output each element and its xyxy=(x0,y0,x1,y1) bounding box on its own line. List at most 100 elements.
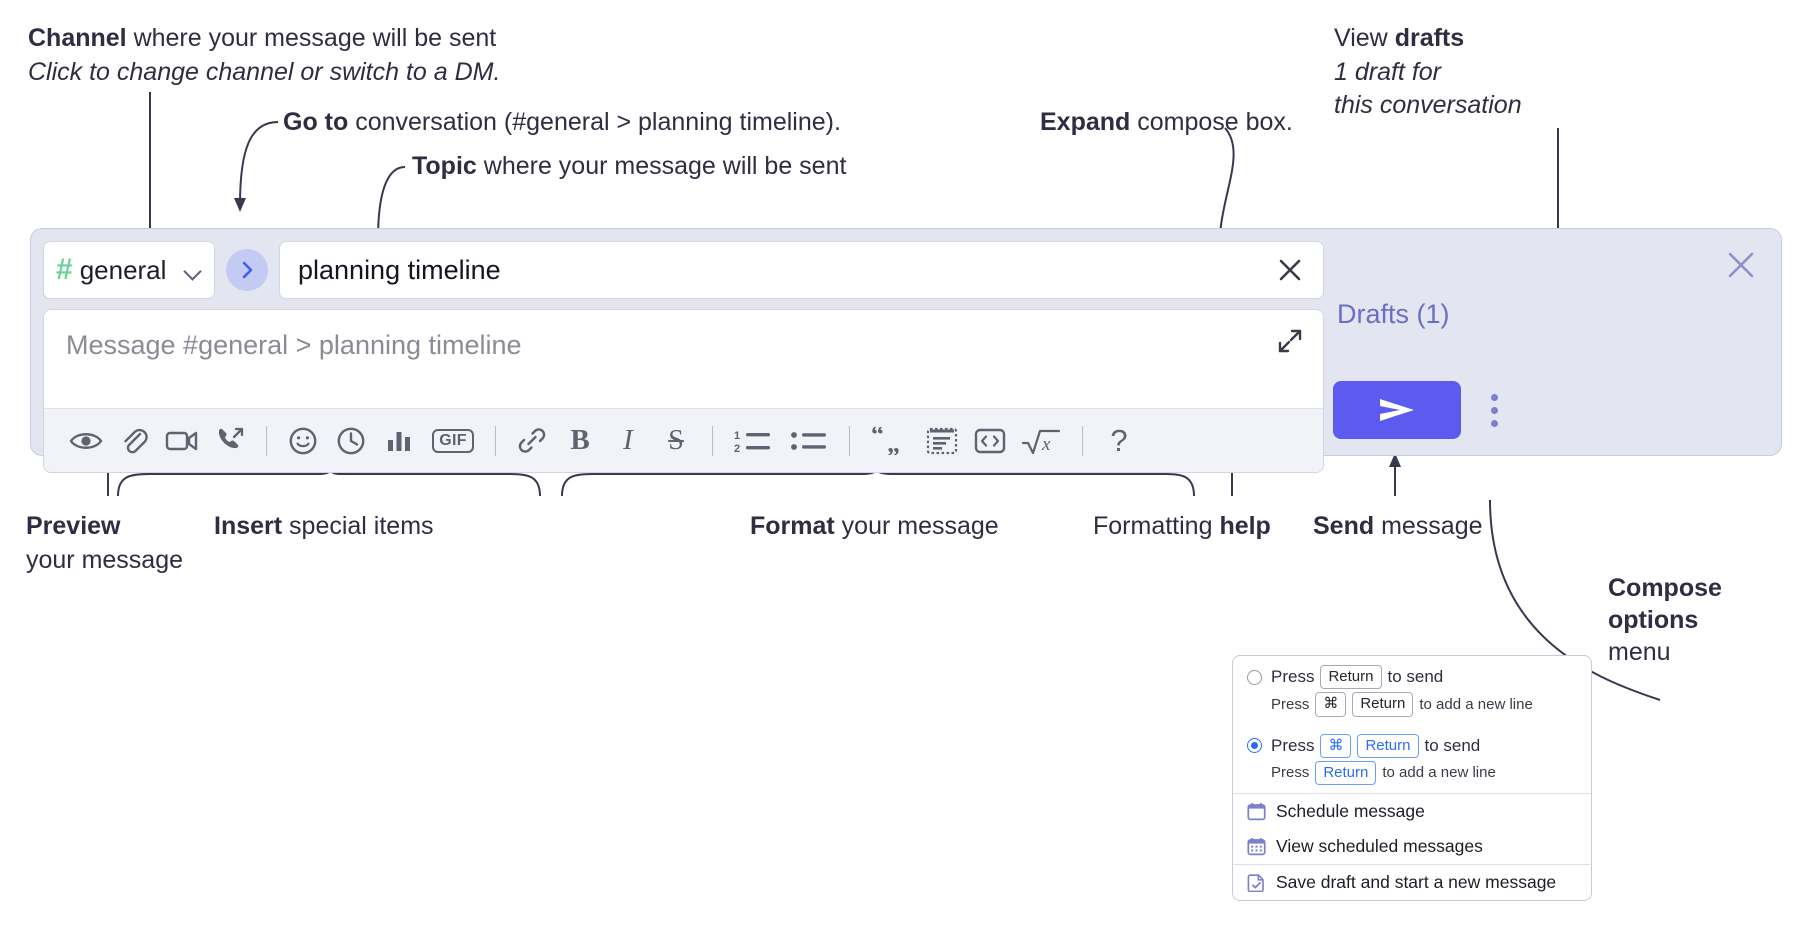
annotation-drafts-bold: drafts xyxy=(1394,24,1465,52)
option2-pre: Press xyxy=(1271,735,1315,755)
bold-label: B xyxy=(570,424,590,456)
ordered-list-icon[interactable]: 1 2 xyxy=(725,418,781,464)
annotation-drafts-line2: 1 draft for xyxy=(1334,57,1441,86)
annotation-insert: Insert special items xyxy=(214,510,434,544)
menu-divider xyxy=(1233,864,1591,865)
option2-post: to send xyxy=(1424,735,1481,755)
annotation-goto-rest: conversation (#general > planning timeli… xyxy=(348,108,841,136)
annotation-send-bold: Send xyxy=(1313,512,1375,540)
preview-icon[interactable] xyxy=(62,418,110,464)
send-option-cmd-return[interactable]: Press ⌘ Return to send xyxy=(1233,725,1591,760)
annotation-goto-bold: Go to xyxy=(283,108,349,136)
option1-key: Return xyxy=(1320,665,1382,690)
video-icon[interactable] xyxy=(158,418,206,464)
chevron-right-icon xyxy=(242,261,253,279)
annotation-help-plain: Formatting xyxy=(1093,512,1220,540)
save-draft-icon xyxy=(1247,874,1264,892)
topic-input[interactable]: planning timeline xyxy=(279,241,1324,299)
send-option-return-sub: Press ⌘ Return to add a new line xyxy=(1233,691,1591,724)
menu-item-label: Schedule message xyxy=(1276,801,1425,821)
annotation-preview-line2: your message xyxy=(26,545,184,574)
annotation-channel-rest: where your message will be sent xyxy=(126,24,497,52)
menu-item-save-draft[interactable]: Save draft and start a new message xyxy=(1233,865,1591,900)
message-input[interactable]: Message #general > planning timeline xyxy=(44,310,1323,408)
toolbar-separator xyxy=(849,425,850,456)
close-icon[interactable] xyxy=(1725,249,1757,281)
attachment-icon[interactable] xyxy=(110,418,158,464)
channel-selector[interactable]: # general xyxy=(43,241,215,299)
annotation-compose-options: Compose options menu xyxy=(1608,572,1722,668)
option2-sub-key: Return xyxy=(1315,760,1377,785)
inline-code-icon[interactable] xyxy=(966,418,1014,464)
svg-text:x: x xyxy=(1041,434,1051,455)
close-icon[interactable] xyxy=(1273,253,1307,287)
strikethrough-icon[interactable]: S xyxy=(652,418,700,464)
annotation-drafts-plain: View xyxy=(1334,24,1395,52)
compose-options-menu: Press Return to send Press ⌘ Return to a… xyxy=(1232,655,1592,901)
calendar-grid-icon xyxy=(1247,838,1266,856)
annotation-format: Format your message xyxy=(750,510,999,544)
code-block-icon[interactable] xyxy=(918,418,966,464)
annotation-compose-plain: menu xyxy=(1608,638,1671,666)
expand-icon[interactable] xyxy=(1275,326,1305,356)
annotation-channel: Channel where your message will be sent … xyxy=(28,22,500,89)
radio-cmd-return[interactable] xyxy=(1247,738,1262,754)
menu-divider xyxy=(1233,793,1591,794)
bulleted-list-icon[interactable] xyxy=(781,418,837,464)
svg-text:2: 2 xyxy=(734,443,740,454)
annotation-goto: Go to conversation (#general > planning … xyxy=(283,106,841,140)
gif-icon[interactable]: GIF xyxy=(423,418,483,464)
option2-key2: Return xyxy=(1357,733,1419,758)
hash-icon: # xyxy=(56,253,73,286)
option1-sub-post: to add a new line xyxy=(1419,695,1533,713)
bold-icon[interactable]: B xyxy=(556,418,604,464)
drafts-link[interactable]: Drafts (1) xyxy=(1337,299,1450,329)
formatting-toolbar: GIF B I S xyxy=(44,408,1323,472)
help-icon[interactable]: ? xyxy=(1095,418,1143,464)
annotation-topic-rest: where your message will be sent xyxy=(476,152,847,180)
annotation-insert-rest: special items xyxy=(282,512,434,540)
more-options-icon[interactable] xyxy=(1481,384,1507,436)
toolbar-separator xyxy=(712,425,713,456)
annotation-preview: Preview your message xyxy=(26,510,183,577)
blockquote-icon[interactable]: “ „ xyxy=(862,418,918,464)
italic-label: I xyxy=(623,424,633,456)
annotation-compose-bold2: options xyxy=(1608,606,1699,634)
poll-icon[interactable] xyxy=(375,418,423,464)
emoji-icon[interactable] xyxy=(279,418,327,464)
send-option-return[interactable]: Press Return to send xyxy=(1233,656,1591,691)
annotation-channel-bold: Channel xyxy=(28,24,127,52)
svg-text:1: 1 xyxy=(734,430,740,442)
option1-pre: Press xyxy=(1271,667,1315,687)
annotation-topic-bold: Topic xyxy=(412,152,477,180)
gif-label: GIF xyxy=(432,428,474,453)
option1-post: to send xyxy=(1387,667,1444,687)
menu-item-schedule-message[interactable]: Schedule message xyxy=(1233,794,1591,829)
option1-sub-pre: Press xyxy=(1271,695,1310,713)
goto-conversation-button[interactable] xyxy=(226,249,268,291)
send-option-cmd-return-sub: Press Return to add a new line xyxy=(1233,760,1591,793)
clock-icon[interactable] xyxy=(327,418,375,464)
toolbar-separator xyxy=(266,425,267,456)
compose-panel: # general planning timeline Message xyxy=(30,228,1782,473)
svg-text:“: “ xyxy=(871,427,884,449)
send-icon xyxy=(1380,399,1414,421)
italic-icon[interactable]: I xyxy=(604,418,652,464)
radio-return[interactable] xyxy=(1247,669,1262,685)
send-button[interactable] xyxy=(1333,381,1461,439)
message-placeholder: Message #general > planning timeline xyxy=(66,330,522,360)
link-icon[interactable] xyxy=(508,418,556,464)
annotation-drafts-line3: this conversation xyxy=(1334,91,1522,119)
menu-item-label: View scheduled messages xyxy=(1276,836,1483,856)
audio-call-icon[interactable] xyxy=(206,418,254,464)
svg-text:„: „ xyxy=(887,429,900,455)
menu-item-view-scheduled-messages[interactable]: View scheduled messages xyxy=(1233,829,1591,864)
annotation-send-rest: message xyxy=(1374,512,1483,540)
menu-item-label: Save draft and start a new message xyxy=(1276,872,1557,892)
annotation-topic: Topic where your message will be sent xyxy=(412,150,846,184)
annotation-help-bold: help xyxy=(1219,512,1271,540)
annotation-drafts: View drafts 1 draft for this conversatio… xyxy=(1334,22,1522,123)
option2-sub-post: to add a new line xyxy=(1382,764,1496,782)
annotation-expand-rest: compose box. xyxy=(1130,108,1293,136)
math-icon[interactable]: x xyxy=(1014,418,1070,464)
